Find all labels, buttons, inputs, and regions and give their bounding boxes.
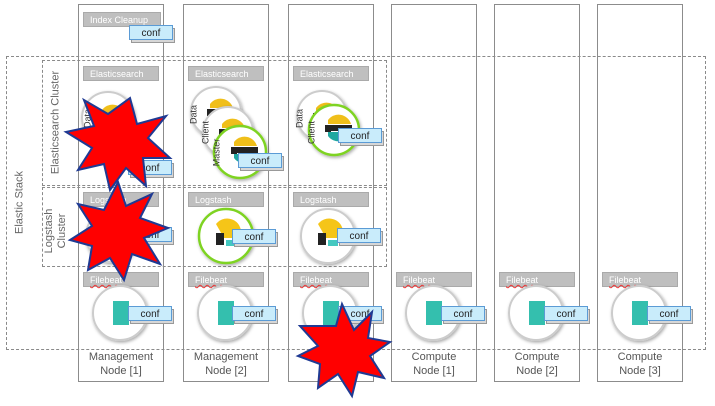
failure-burst-icon [295,301,393,399]
logstash-banner: Logstash [188,192,264,207]
elasticsearch-banner: Elasticsearch [83,66,159,81]
failure-burst-icon [67,179,171,283]
failure-burst-icon [63,96,173,193]
elasticsearch-banner: Elasticsearch [293,66,369,81]
index-cleanup-banner: Index Cleanup [83,12,161,27]
logstash-cluster-boundary [42,187,387,267]
logstash-banner: Logstash [293,192,369,207]
elasticsearch-cluster-boundary [42,60,387,186]
elasticsearch-banner: Elasticsearch [188,66,264,81]
